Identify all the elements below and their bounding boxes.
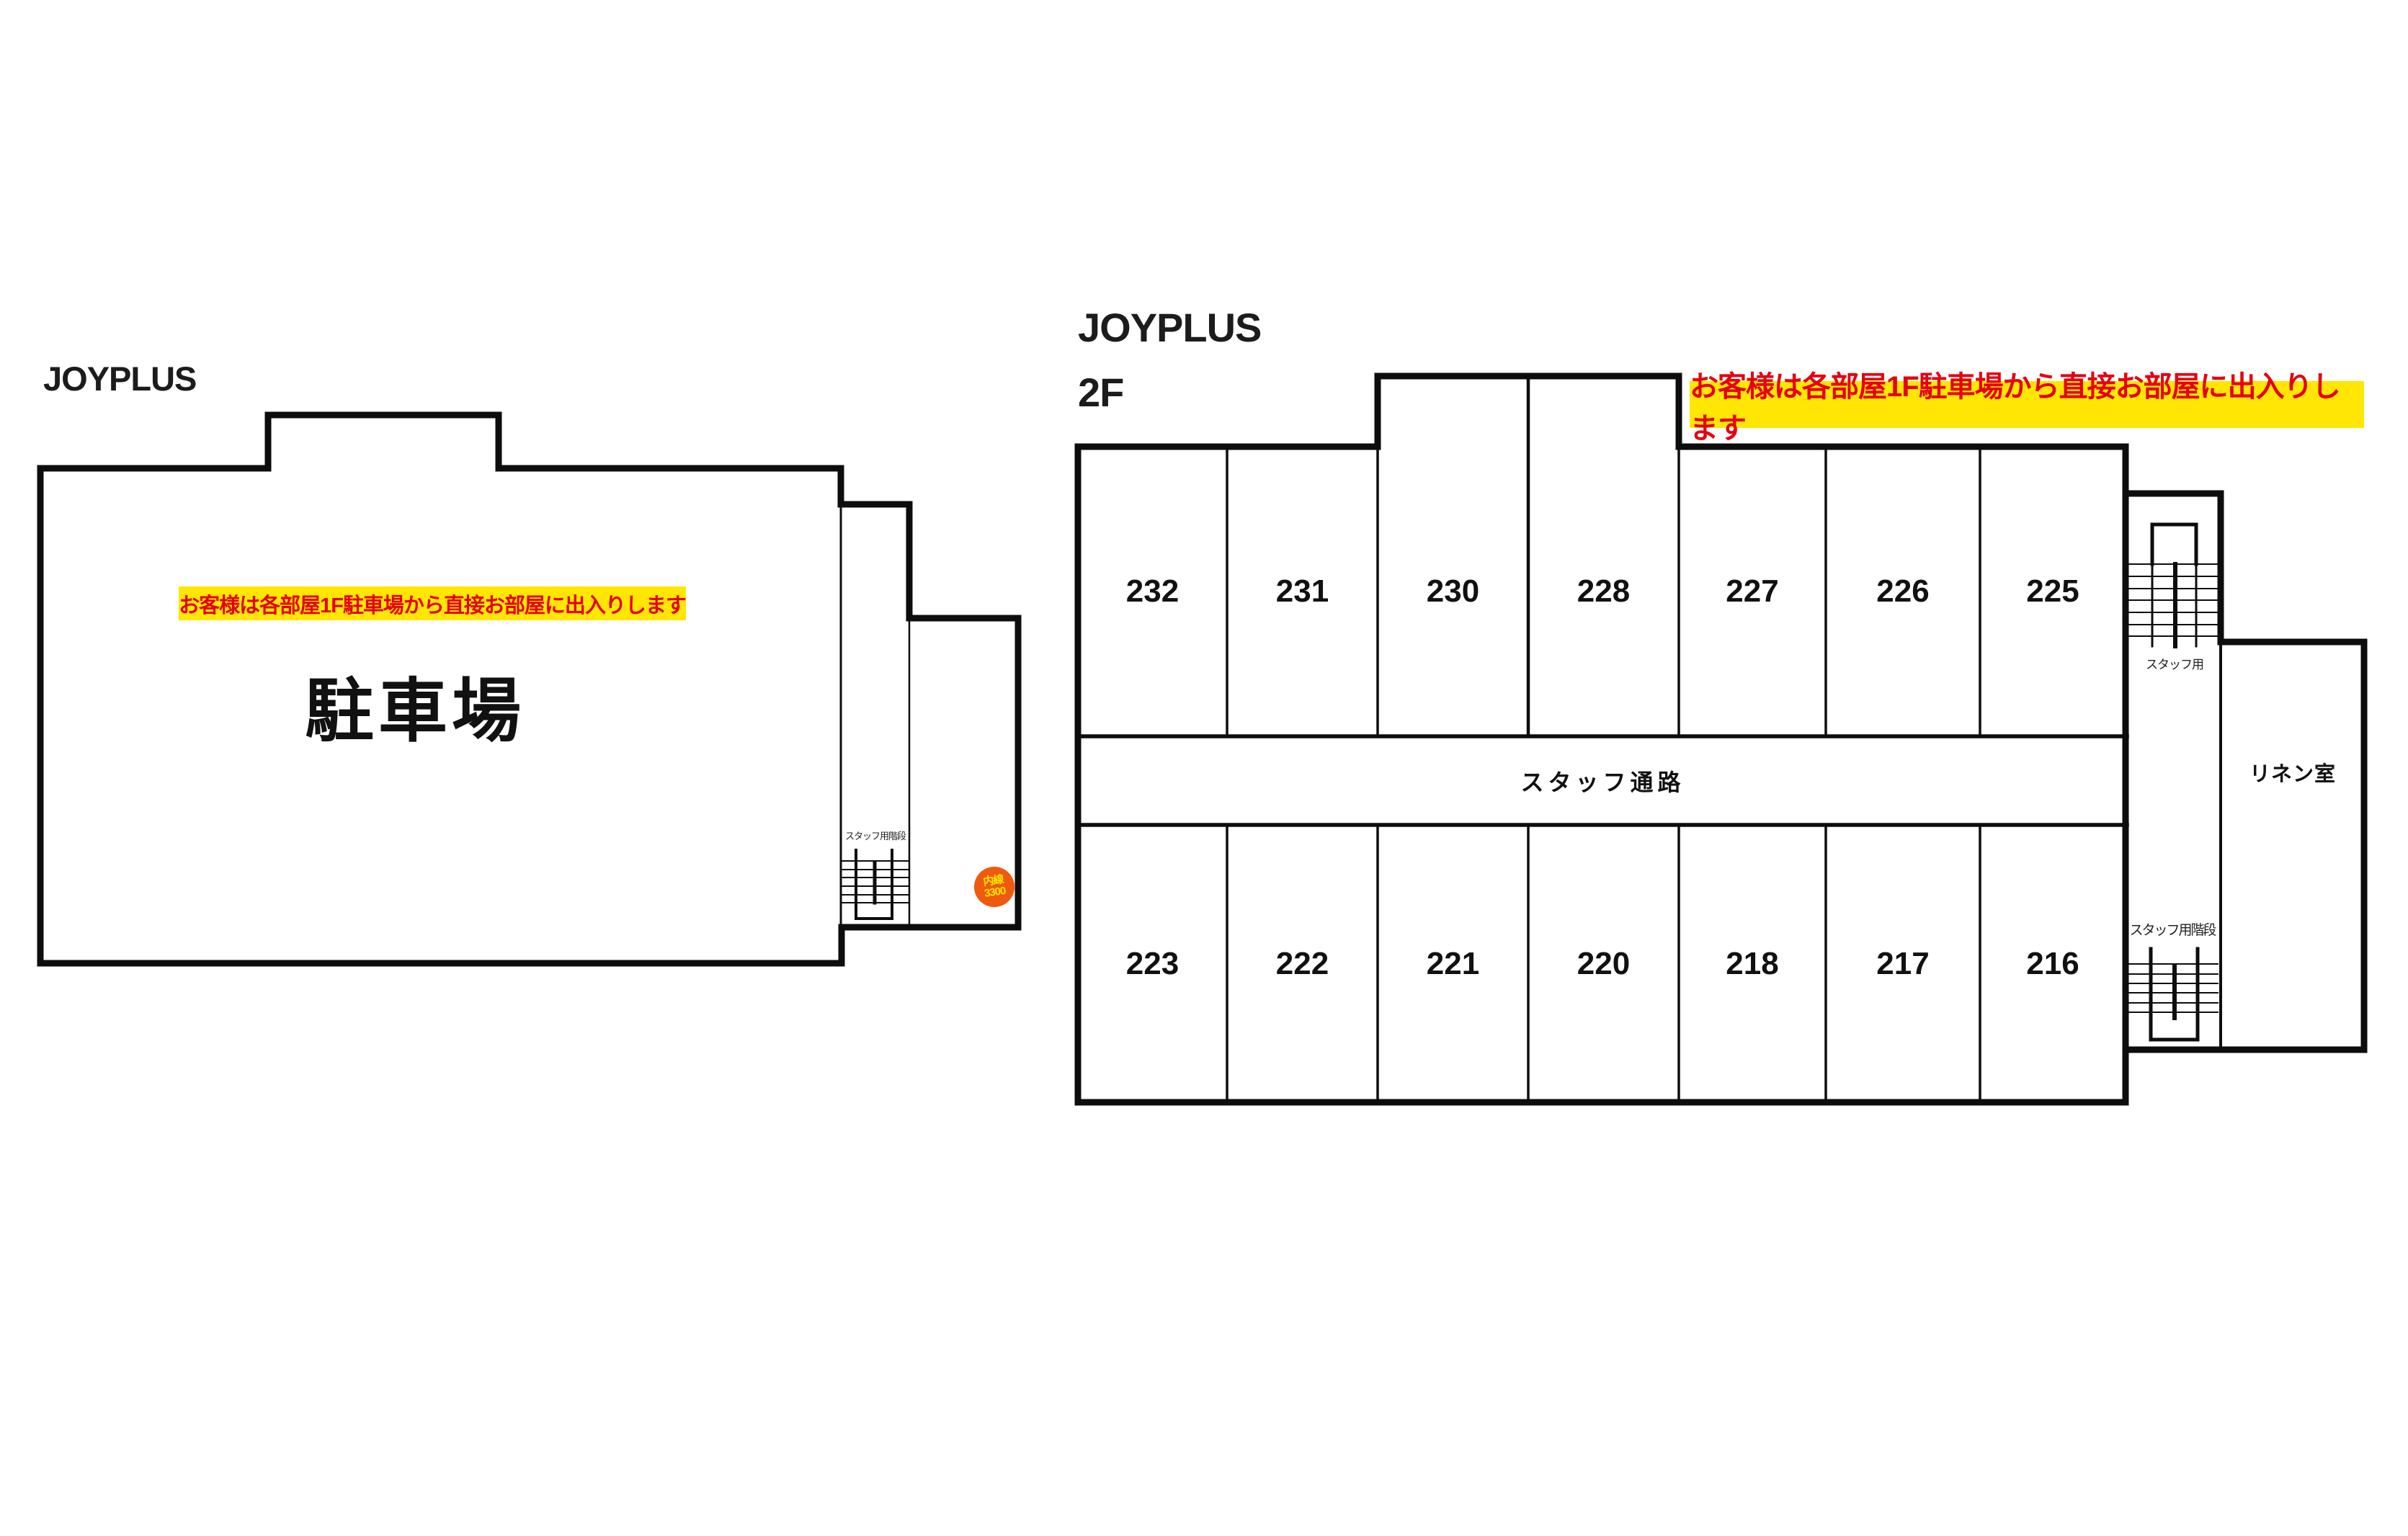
room-226: 226 — [1876, 573, 1930, 609]
room-232: 232 — [1125, 573, 1180, 609]
parking-area-label: 駐車場 — [305, 672, 525, 750]
room-217: 217 — [1876, 945, 1930, 981]
parking-notice-banner: お客様は各部屋1F駐車場から直接お部屋に出入りします — [179, 586, 687, 620]
floor2-building-title: JOYPLUS — [1078, 305, 1262, 350]
room-216: 216 — [2026, 945, 2079, 981]
room-221: 221 — [1426, 945, 1480, 981]
room-223: 223 — [1125, 945, 1180, 981]
room-222: 222 — [1275, 945, 1329, 981]
parking-staircase-icon — [840, 849, 910, 920]
room-220: 220 — [1577, 945, 1631, 981]
floor2-room-dividers-bottom — [1226, 823, 1981, 1104]
floor2-staff-stair-bottom-label: スタッフ用階段 — [2129, 923, 2216, 938]
floor2-staff-stair-top-label: スタッフ用 — [2146, 658, 2204, 671]
room-230: 230 — [1426, 573, 1480, 609]
extension-number-badge: 内線 3300 — [974, 867, 1015, 907]
floor2-room-dividers-top — [1226, 374, 1981, 738]
linen-room-label: リネン室 — [2249, 763, 2336, 786]
floor2-corridor-walls — [1076, 734, 2129, 827]
parking-building-outline — [37, 411, 1022, 967]
room-231: 231 — [1275, 573, 1329, 609]
room-225: 225 — [2026, 573, 2079, 609]
staff-corridor-label: スタッフ通路 — [1520, 769, 1685, 795]
floor2-floor-label: 2F — [1078, 370, 1124, 415]
extension-badge-line2: 3300 — [984, 884, 1007, 900]
parking-staff-stair-label: スタッフ用階段 — [844, 831, 906, 841]
floor2-staff-staircase-top-icon — [2127, 522, 2220, 648]
floor2-staff-staircase-bottom-icon — [2127, 947, 2219, 1042]
floor2-notice-banner: お客様は各部屋1F駐車場から直接お部屋に出入りします — [1690, 371, 2364, 445]
room-227: 227 — [1726, 573, 1779, 609]
room-228: 228 — [1577, 573, 1631, 609]
parking-building-title: JOYPLUS — [43, 360, 197, 398]
room-218: 218 — [1726, 945, 1779, 981]
